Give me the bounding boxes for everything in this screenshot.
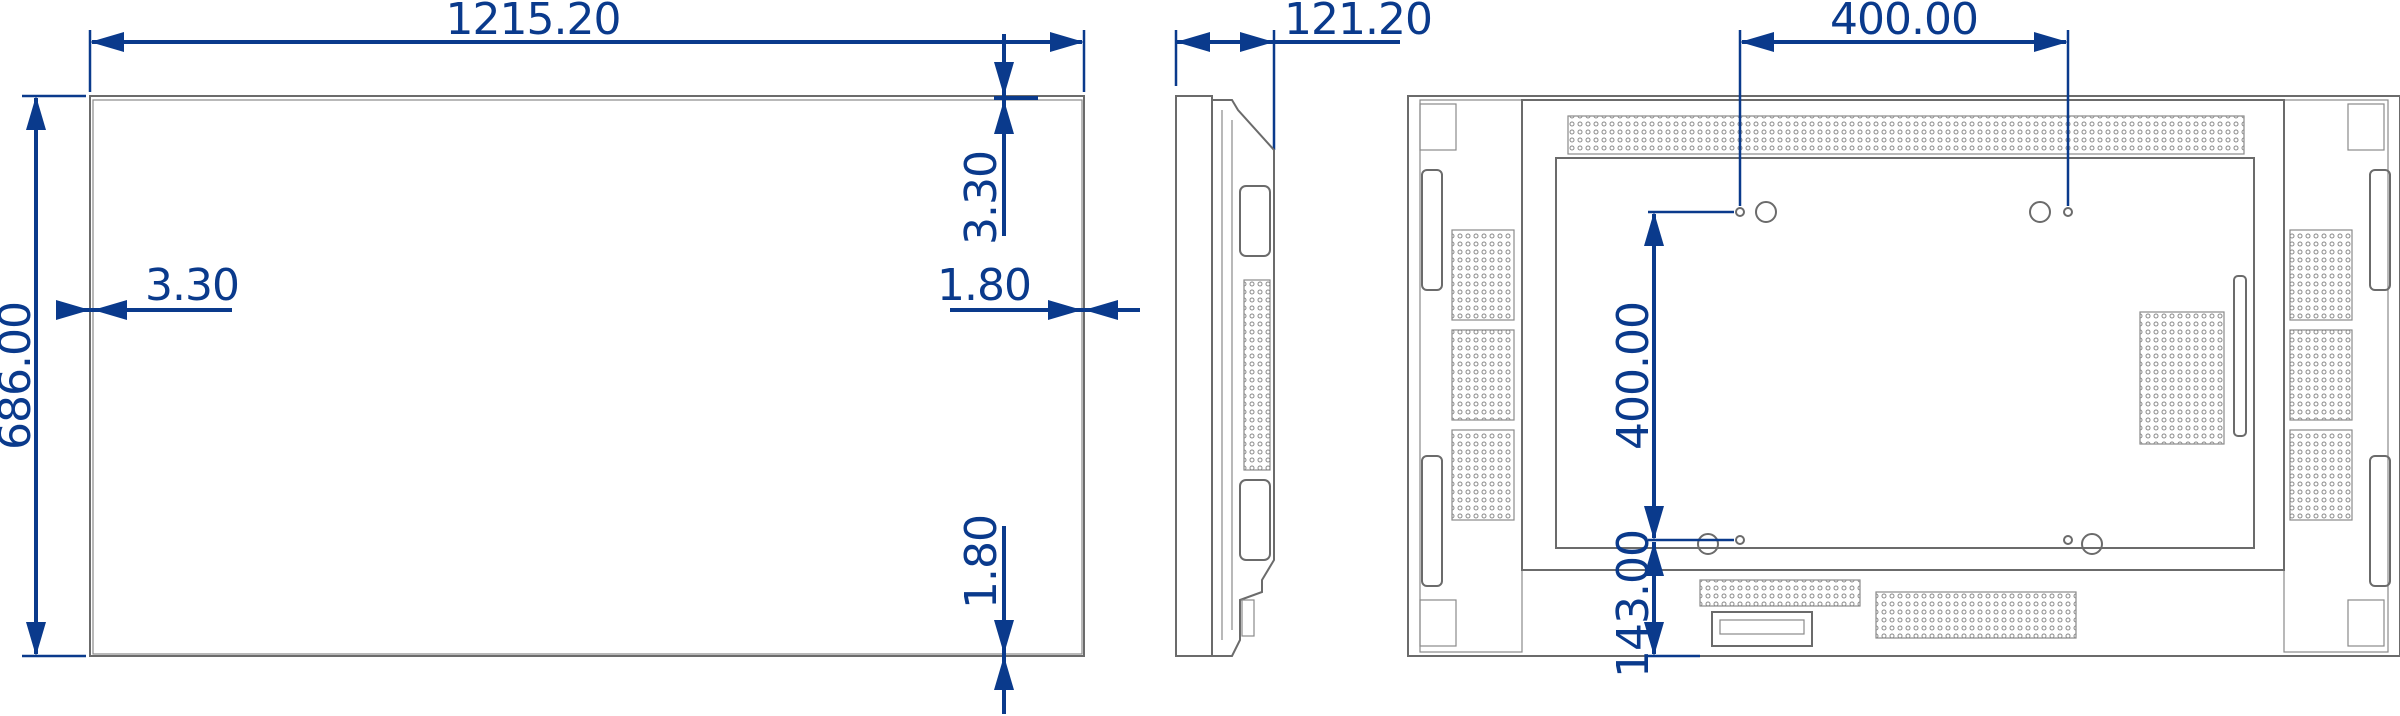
bezel-left-arrow-a [56,300,90,320]
rear-corner-bl [1419,599,1457,647]
side-handle-top [1239,185,1271,257]
side-handle-bottom [1239,479,1271,561]
rear-right-vent-c [2289,429,2353,521]
vesa-h-arrow-left [1740,32,1774,52]
vesa-h-arrow-right [2034,32,2068,52]
rear-corner-br [2347,599,2385,647]
bezel-bottom-label: 1.80 [956,515,1007,609]
bezel-top-arrow-b [994,100,1014,134]
bottom-offset-label: 143.00 [1608,530,1659,678]
side-connector [1241,599,1255,637]
bezel-right-arrow-b [1084,300,1118,320]
rear-left-vent-c [1451,429,1515,521]
rear-io-port-strip [1719,619,1805,635]
bezel-top-label: 3.30 [956,151,1007,245]
rear-outline [1407,95,2400,657]
rear-bottom-vent-a [1699,579,1861,607]
depth-arrow-left [1176,32,1210,52]
width-arrow-right [1050,32,1084,52]
side-body-outline [1211,99,1275,657]
rear-handle-left-bottom [1421,455,1443,587]
vesa-hole-br [2063,535,2073,545]
rear-inner-vent [2139,311,2225,445]
vesa-horizontal-label: 400.00 [1830,0,1978,45]
rear-center-housing [1521,99,2285,571]
bezel-bottom-arrow-a [994,620,1014,654]
overall-width-label: 1215.20 [446,0,621,45]
standoff-bl [1697,533,1719,555]
standoff-br [2081,533,2103,555]
rear-main-plate [1555,157,2255,549]
rear-inner-rail [2233,275,2247,437]
vesa-v-arrow-bottom [1644,506,1664,540]
rear-left-vent-b [1451,329,1515,421]
vesa-v-arrow-top [1644,212,1664,246]
offset-arrow-bottom [1644,622,1664,656]
vesa-hole-tl [1735,207,1745,217]
side-vent [1243,279,1271,471]
rear-bottom-vent-b [1875,591,2077,639]
depth-arrow-right [1240,32,1274,52]
depth-label: 121.20 [1284,0,1432,45]
vesa-hole-tr [2063,207,2073,217]
rear-corner-tl [1419,103,1457,151]
front-panel-outline [89,95,1085,657]
offset-arrow-top [1644,542,1664,576]
vesa-hole-bl [1735,535,1745,545]
rear-corner-tr [2347,103,2385,151]
vesa-vertical-label: 400.00 [1608,302,1659,450]
height-arrow-bottom [26,622,46,656]
bezel-left-label: 3.30 [145,260,239,311]
rear-io-panel [1711,611,1813,647]
front-panel-inner [92,99,1083,655]
height-arrow-top [26,96,46,130]
rear-right-vent-a [2289,229,2353,321]
side-view: 121.20 [1174,0,1433,657]
rear-right-vent-b [2289,329,2353,421]
side-bezel [1175,95,1213,657]
rear-handle-right-bottom [2369,455,2391,587]
rear-handle-left-top [1421,169,1443,291]
overall-height-label: 686.00 [0,302,41,450]
bezel-bottom-arrow-b [994,656,1014,690]
standoff-tl [1755,201,1777,223]
width-arrow-left [90,32,124,52]
standoff-tr [2029,201,2051,223]
bezel-right-label: 1.80 [937,260,1031,311]
rear-handle-right-top [2369,169,2391,291]
bezel-top-arrow-a [994,62,1014,96]
rear-view: 400.00 400.00 143.00 [1407,0,2400,678]
rear-top-vent [1567,115,2245,155]
rear-left-vent-a [1451,229,1515,321]
front-view: 1215.20 686.00 3.30 3.30 1.80 1.80 [0,0,1140,714]
bezel-left-arrow-b [93,300,127,320]
bezel-right-arrow-a [1048,300,1082,320]
